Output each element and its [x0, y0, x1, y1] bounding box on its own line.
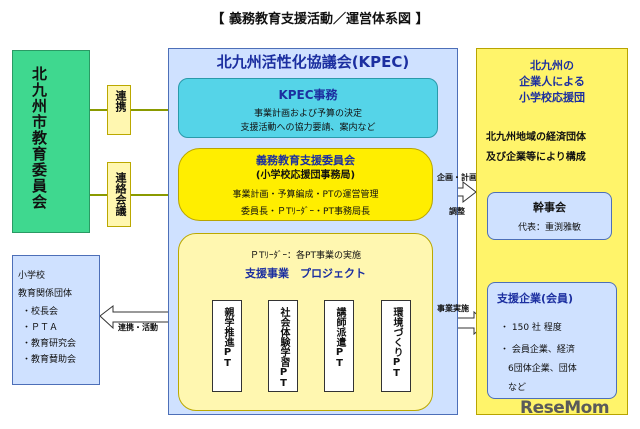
committee-line: 事業計画・予算編成・PTの運営管理 [232, 190, 379, 200]
arrow-label-adjust: 調整 [449, 207, 465, 216]
diagram-title: 【 義務教育支援活動／運営体系図 】 [211, 12, 429, 27]
supporters-title: 北九州の 企業人による 小学校応援団 [476, 58, 628, 106]
committee-box [178, 148, 433, 221]
kpec-title: 北九州活性化協議会(KPEC) [216, 53, 410, 71]
member-companies-item: ・ 150 社 程度 [500, 323, 562, 333]
school-item: ・ＰＴＡ [22, 323, 59, 333]
kpec-office-line: 事業計画および予算の決定 [253, 109, 362, 119]
arrow-label-cooperate: 連携・活動 [118, 323, 158, 332]
school-line: 教育関係団体 [18, 289, 73, 299]
project-title: 支援事業 プロジェクト [245, 267, 366, 280]
supporters-title-line: 北九州の [530, 59, 574, 72]
pt-label: 環境づくりPT [391, 307, 402, 379]
link-box-renkei [107, 85, 131, 135]
supporters-title-line: 小学校応援団 [519, 91, 585, 104]
supporters-title-line: 企業人による [519, 75, 585, 88]
kpec-office-box [178, 78, 438, 138]
committee-line: 委員長・ＰTﾘｰﾀﾞｰ・PT事務局長 [241, 207, 370, 217]
member-companies-title: 支援企業(会員) [497, 292, 574, 305]
pt-box [324, 300, 354, 392]
steering-committee-rep: 代表：重渕雅敏 [517, 223, 581, 233]
pt-box [268, 300, 298, 392]
pt-label: 講師派遣PT [334, 307, 345, 369]
member-companies-item: 6団体企業、団体 [508, 364, 577, 374]
pt-label: 親学推進PT [222, 307, 233, 369]
school-item: ・校長会 [22, 307, 59, 317]
member-companies-item: ・ 会員企業、経済 [500, 345, 575, 355]
pt-box [381, 300, 411, 392]
education-board-box [12, 50, 90, 233]
education-board-label: 北九州市教育委員会 [30, 66, 48, 210]
resemom-logo: ReseMom [520, 398, 610, 418]
arrow-label-plan: 企画・計画 [437, 173, 477, 182]
link-label-renkei: 連携 [114, 90, 127, 112]
supporters-desc-line: 北九州地域の経済団体 [486, 132, 586, 143]
school-item: ・教育研究会 [22, 339, 77, 349]
kpec-office-line: 支援活動への協力要請、案内など [240, 123, 376, 133]
school-line: 小学校 [18, 271, 46, 281]
committee-subtitle: (小学校応援団事務局) [255, 170, 356, 181]
pt-box [212, 300, 242, 392]
pt-label: 社会体験学習PT [278, 307, 289, 389]
supporters-description: 北九州地域の経済団体 及び企業等により構成 [486, 128, 622, 168]
steering-committee-title: 幹事会 [533, 201, 566, 214]
committee-title: 義務教育支援委員会 [256, 154, 355, 167]
school-box [12, 255, 100, 385]
member-companies-box [487, 282, 617, 399]
project-lead: ＰTﾘｰﾀﾞｰ：各PT事業の実施 [250, 251, 361, 261]
school-item: ・教育賛助会 [22, 355, 77, 365]
arrow-label-implement: 事業実施 [437, 304, 469, 313]
supporters-desc-line: 及び企業等により構成 [486, 152, 586, 163]
link-label-meeting: 連絡会議 [114, 172, 127, 216]
kpec-office-title: KPEC事務 [278, 88, 338, 102]
link-box-meeting [107, 162, 131, 227]
steering-committee-box [487, 192, 612, 240]
member-companies-item: など [508, 383, 527, 393]
